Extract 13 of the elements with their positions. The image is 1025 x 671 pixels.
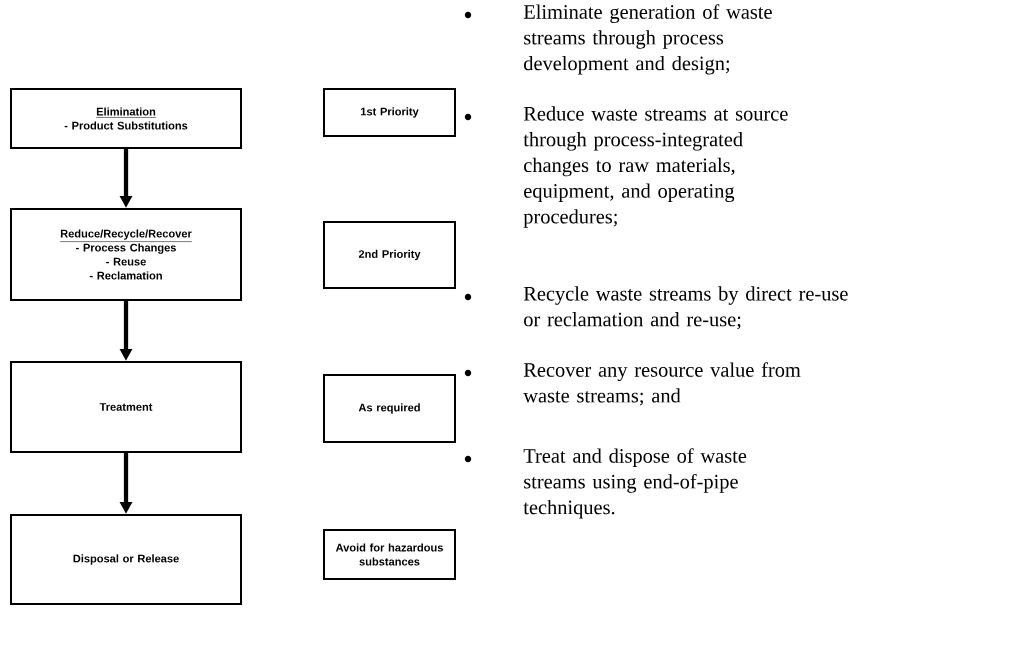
process-box: Disposal or Release xyxy=(10,514,242,605)
list-item: Treat and dispose of waste streams using end-of-pipe techniques. xyxy=(523,448,747,519)
list-item: Recover any resource value from waste streams; and xyxy=(523,362,801,406)
process-box: 1st Priority xyxy=(323,88,456,137)
process-box: Elimination - Product Substitutions xyxy=(10,88,242,149)
process-box: Treatment xyxy=(10,361,242,453)
process-box: Reduce/Recycle/Recover - Process Changes - Reuse - Reclamation xyxy=(10,208,242,301)
list-item: Reduce waste streams at source through process-integrated changes to raw materials, equipment, and operating procedures; xyxy=(523,106,788,228)
list-item: Eliminate generation of waste streams through process development and design; xyxy=(523,4,772,75)
list-item: Recycle waste streams by direct re-use or reclamation and re-use; xyxy=(523,286,848,330)
process-box: Avoid for hazardous substances xyxy=(323,529,456,580)
process-box: As required xyxy=(323,374,456,443)
process-box: 2nd Priority xyxy=(323,221,456,289)
